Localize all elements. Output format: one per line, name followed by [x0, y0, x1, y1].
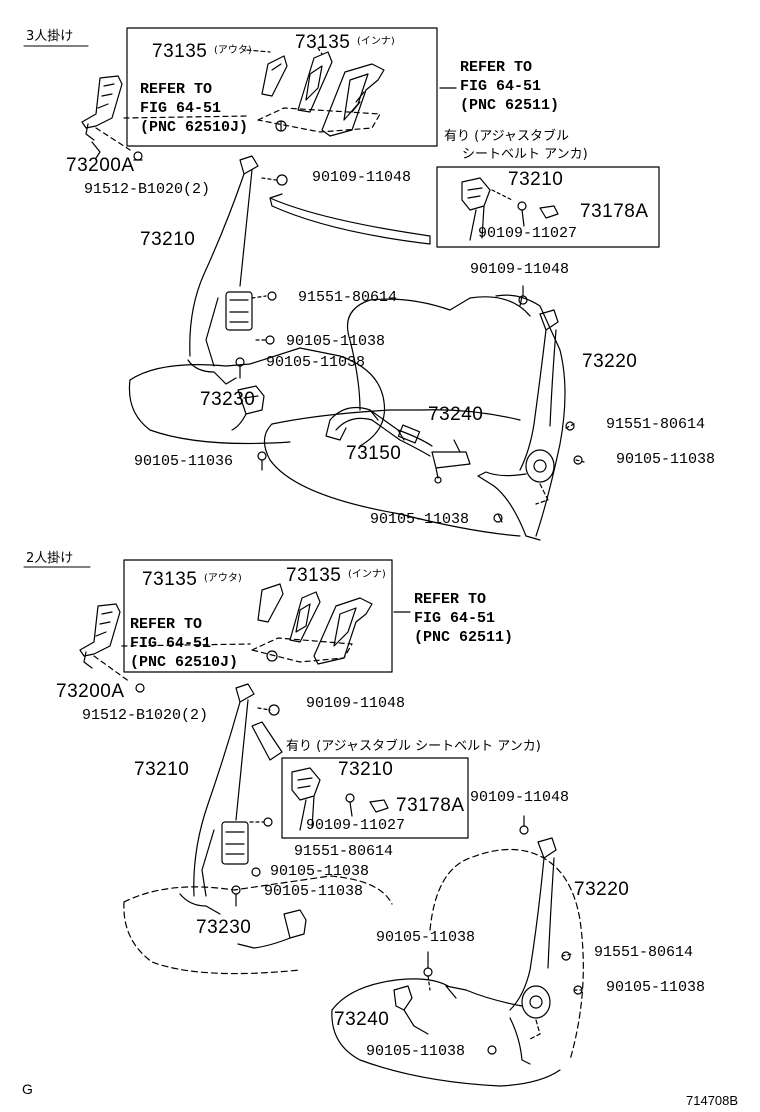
part-73230-2[interactable]: 73230 [196, 917, 252, 938]
part-90105-11038-a[interactable]: 90105-11038 [286, 333, 386, 350]
anchor-box-3 [436, 166, 660, 248]
part-73210-2[interactable]: 73210 [134, 759, 190, 780]
part-73135-inner-suffix-2: (インナ) [348, 569, 386, 580]
part-90105-11038-a-2[interactable]: 90105-11038 [270, 863, 370, 880]
part-73135-outer-suffix-2: (アウタ) [204, 573, 242, 584]
part-90105-11038-c[interactable]: 90105-11038 [616, 451, 716, 468]
part-73210-box-2[interactable]: 73210 [338, 759, 394, 780]
part-90109-11027[interactable]: 90109-11027 [478, 225, 578, 242]
part-90109-11048-a-2[interactable]: 90109-11048 [306, 695, 406, 712]
part-91551-80614-b-2[interactable]: 91551-80614 [594, 944, 694, 961]
inset-box-3 [126, 27, 438, 147]
part-73135-inner-suffix: (インナ) [357, 36, 395, 47]
part-73220-2[interactable]: 73220 [574, 879, 630, 900]
part-90105-11038-d[interactable]: 90105-11038 [370, 511, 470, 528]
part-73200a[interactable]: 73200A [66, 155, 135, 176]
section-3-title: 3人掛け [26, 29, 74, 44]
section-2-art [23, 559, 584, 1087]
part-91551-80614-a[interactable]: 91551-80614 [298, 289, 398, 306]
part-90105-11038-e-2[interactable]: 90105-11038 [366, 1043, 466, 1060]
part-73230[interactable]: 73230 [200, 389, 256, 410]
part-73200a-2[interactable]: 73200A [56, 681, 125, 702]
part-73240-2[interactable]: 73240 [334, 1009, 390, 1030]
part-91551-80614-a-2[interactable]: 91551-80614 [294, 843, 394, 860]
part-91512-b1020-2[interactable]: 91512-B1020(2) [82, 707, 209, 724]
part-90109-11027-2[interactable]: 90109-11027 [306, 817, 406, 834]
part-73135-inner-2[interactable]: 73135 [286, 565, 342, 586]
part-90109-11048-b[interactable]: 90109-11048 [470, 261, 570, 278]
part-90109-11048-a[interactable]: 90109-11048 [312, 169, 412, 186]
anchor-note-line2-3: シートベルト アンカ) [462, 147, 588, 162]
part-90109-11048-b-2[interactable]: 90109-11048 [470, 789, 570, 806]
refer-note-inner-2: REFER TO FIG 64-51 (PNC 62510J) [130, 616, 239, 671]
part-73135-inner[interactable]: 73135 [295, 32, 351, 53]
part-91512-b1020[interactable]: 91512-B1020(2) [84, 181, 211, 198]
part-90105-11038-c-2[interactable]: 90105-11038 [376, 929, 476, 946]
part-73220[interactable]: 73220 [582, 351, 638, 372]
part-73135-outer-2[interactable]: 73135 [142, 569, 198, 590]
section-2-title: 2人掛け [26, 551, 74, 566]
corner-mark: G [22, 1081, 33, 1097]
part-73178a-2[interactable]: 73178A [396, 795, 465, 816]
part-73240[interactable]: 73240 [428, 404, 484, 425]
part-73135-outer-suffix: (アウタ) [214, 45, 252, 56]
refer-note-outer-3: REFER TO FIG 64-51 (PNC 62511) [460, 59, 560, 114]
section-3-art [23, 27, 660, 541]
anchor-note-2: 有り (アジャスタブル シートベルト アンカ) [286, 739, 541, 754]
part-90105-11038-b-2[interactable]: 90105-11038 [264, 883, 364, 900]
part-73210[interactable]: 73210 [140, 229, 196, 250]
diagram-code: 714708B [686, 1093, 739, 1108]
part-73178a[interactable]: 73178A [580, 201, 649, 222]
refer-note-inner-3: REFER TO FIG 64-51 (PNC 62510J) [140, 81, 249, 136]
part-90105-11038-d-2[interactable]: 90105-11038 [606, 979, 706, 996]
refer-note-outer-2: REFER TO FIG 64-51 (PNC 62511) [414, 591, 514, 646]
anchor-note-line1-3: 有り (アジャスタブル [444, 129, 570, 144]
anchor-box-2 [281, 757, 469, 839]
part-73135-outer[interactable]: 73135 [152, 41, 208, 62]
part-91551-80614-b[interactable]: 91551-80614 [606, 416, 706, 433]
part-90105-11036[interactable]: 90105-11036 [134, 453, 234, 470]
part-73150[interactable]: 73150 [346, 443, 402, 464]
part-73210-box[interactable]: 73210 [508, 169, 564, 190]
inset-box-2 [123, 559, 393, 673]
part-90105-11038-b[interactable]: 90105-11038 [266, 354, 366, 371]
